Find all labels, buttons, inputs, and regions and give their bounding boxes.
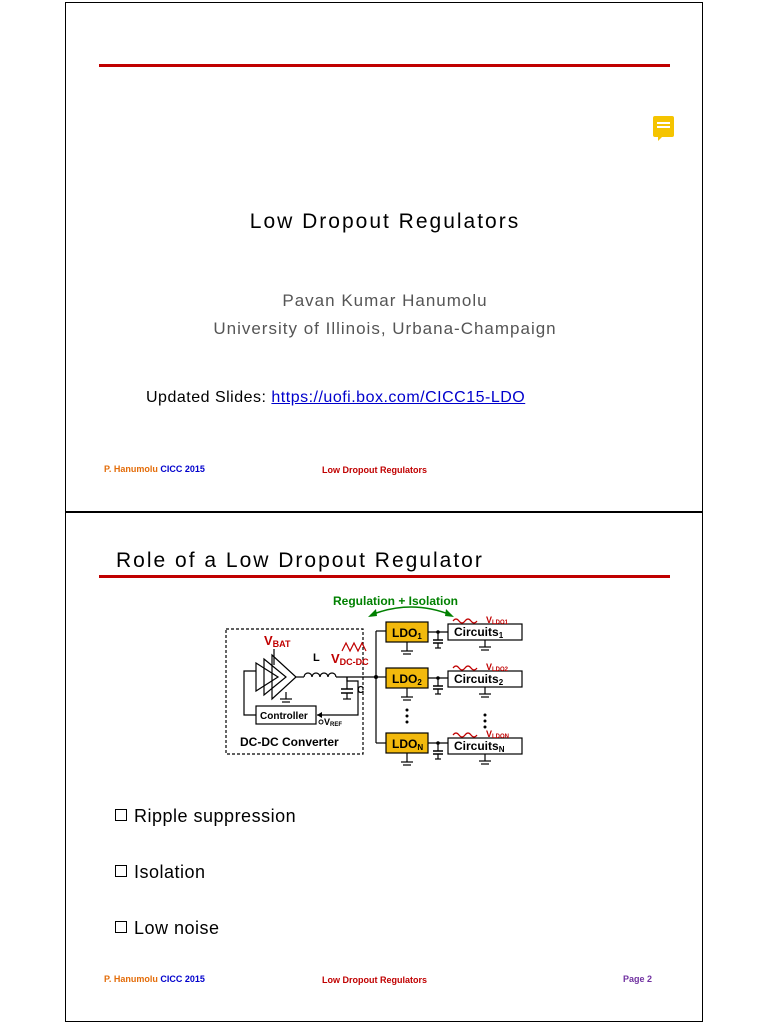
svg-text:VLDO1: VLDO1 <box>486 615 509 626</box>
updated-label: Updated Slides: <box>146 389 272 406</box>
affiliation: University of Illinois, Urbana-Champaign <box>213 319 557 338</box>
title-slide: Low Dropout Regulators Pavan Kumar Hanum… <box>65 2 703 512</box>
inductor-label: L <box>313 652 320 664</box>
bullet-item: Low noise <box>115 918 220 939</box>
comment-icon[interactable] <box>653 116 674 141</box>
vbat-label: VBAT <box>264 633 291 649</box>
ldo-system-diagram: Regulation + Isolation VBAT L VDC-DC C <box>225 594 523 766</box>
controller-label: Controller <box>260 711 308 722</box>
checkbox-bullet-icon <box>115 865 127 877</box>
updated-slides-line: Updated Slides: https://uofi.box.com/CIC… <box>146 389 525 407</box>
slide-title: Role of a Low Dropout Regulator <box>116 549 484 572</box>
updated-slides-link[interactable]: https://uofi.box.com/CICC15-LDO <box>271 389 526 406</box>
vref-label: VREF <box>324 717 342 728</box>
bullet-item: Isolation <box>115 862 206 883</box>
ripple-icon <box>452 732 478 738</box>
footer-author-name: P. Hanumolu <box>104 974 158 984</box>
content-slide: Role of a Low Dropout Regulator Regulati… <box>65 512 703 1022</box>
driver-icon <box>255 661 280 693</box>
checkbox-bullet-icon <box>115 921 127 933</box>
page-number: Page 2 <box>623 974 653 984</box>
footer-topic: Low Dropout Regulators <box>322 465 427 475</box>
capacitor-label: C <box>357 685 364 696</box>
author-name: Pavan Kumar Hanumolu <box>282 291 488 310</box>
dc-dc-converter-box <box>225 628 364 755</box>
svg-text:Circuits1: Circuits1 <box>454 625 504 640</box>
diagram-header: Regulation + Isolation <box>333 594 458 608</box>
title-divider <box>99 64 670 67</box>
ripple-icon <box>452 665 478 671</box>
vdcdc-label: VDC-DC <box>331 651 369 667</box>
arrow-left-icon <box>368 609 377 617</box>
footer-author-name: P. Hanumolu <box>104 464 158 474</box>
converter-label: DC-DC Converter <box>240 735 339 749</box>
svg-text:LDO2: LDO2 <box>392 672 422 687</box>
svg-text:Circuits2: Circuits2 <box>454 672 504 687</box>
title-divider <box>99 575 670 578</box>
footer-author: P. Hanumolu CICC 2015 <box>104 974 205 984</box>
ripple-icon <box>341 641 367 653</box>
svg-text:VLDON: VLDON <box>486 729 509 740</box>
footer-conference: CICC 2015 <box>160 464 205 474</box>
inductor-icon <box>303 672 337 678</box>
arrow-right-icon <box>445 609 454 617</box>
ripple-icon <box>452 618 478 624</box>
checkbox-bullet-icon <box>115 809 127 821</box>
footer-topic: Low Dropout Regulators <box>322 975 427 985</box>
svg-text:VLDO2: VLDO2 <box>486 662 509 673</box>
svg-text:CircuitsN: CircuitsN <box>454 739 505 754</box>
isolation-arc <box>370 606 452 616</box>
footer-conference: CICC 2015 <box>160 974 205 984</box>
svg-text:LDO1: LDO1 <box>392 626 422 641</box>
bullet-item: Ripple suppression <box>115 806 296 827</box>
footer-author: P. Hanumolu CICC 2015 <box>104 464 205 474</box>
presentation-title: Low Dropout Regulators <box>249 210 521 233</box>
svg-text:LDON: LDON <box>392 737 423 752</box>
